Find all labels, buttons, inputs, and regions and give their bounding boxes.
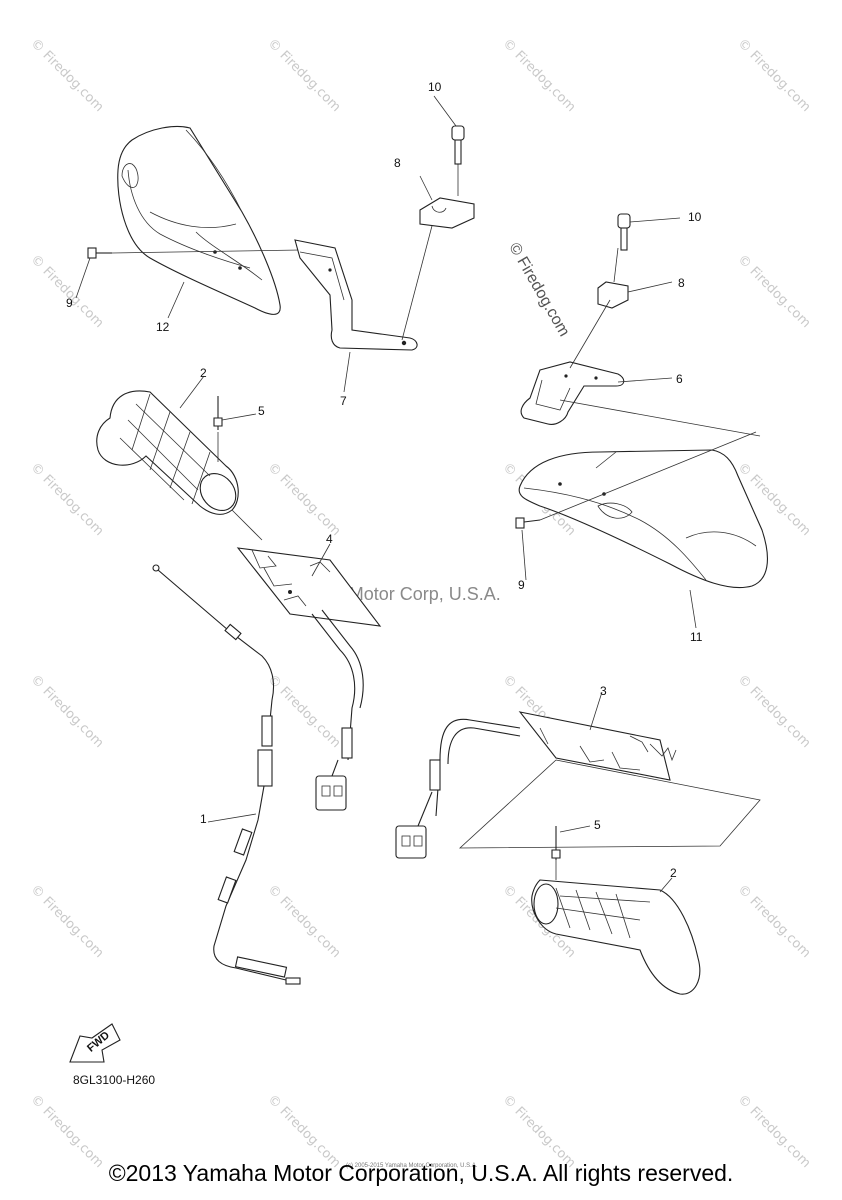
heater-3-right — [458, 711, 761, 849]
throttle-cable-1 — [152, 564, 301, 985]
wire-harness-left — [311, 609, 364, 811]
screw-9-right — [515, 493, 605, 529]
grip-2-right — [531, 879, 701, 995]
grip-2-left — [96, 390, 239, 515]
callout-8-right: 8 — [678, 276, 685, 290]
callout-9-right: 9 — [518, 578, 525, 592]
callout-3: 3 — [600, 684, 607, 698]
leader-lines — [75, 95, 697, 893]
clamp-8-left — [419, 140, 475, 229]
clamp-8-right — [597, 247, 629, 309]
hand-guard-right — [518, 431, 768, 589]
copyright-footer: ©2013 Yamaha Motor Corporation, U.S.A. A… — [108, 1160, 734, 1186]
callout-5-right: 5 — [594, 818, 601, 832]
bracket-7 — [294, 221, 434, 351]
callout-5-left: 5 — [258, 404, 265, 418]
hand-guard-left — [117, 125, 281, 315]
bracket-6 — [520, 299, 761, 437]
screw-9-left — [87, 247, 301, 259]
callout-11: 11 — [690, 630, 703, 644]
callout-2-right: 2 — [670, 866, 677, 880]
callout-8-left: 8 — [394, 156, 401, 170]
rivet-5-left — [213, 396, 223, 462]
callout-10-right: 10 — [688, 210, 702, 224]
callout-2-left: 2 — [200, 366, 207, 380]
callout-7: 7 — [340, 394, 347, 408]
diagram-part-code: 8GL3100-H260 — [73, 1073, 156, 1087]
callout-12: 12 — [156, 320, 170, 334]
callout-10-left: 10 — [428, 80, 442, 94]
bolt-10-right — [617, 213, 631, 251]
callout-4: 4 — [326, 532, 333, 546]
wire-harness-right — [395, 718, 521, 859]
callout-1: 1 — [200, 812, 207, 826]
fwd-arrow-icon — [69, 1023, 121, 1063]
callout-6: 6 — [676, 372, 683, 386]
tiny-copyright: (c) 2005-2015 Yamaha Motor Corporation, … — [346, 1163, 478, 1169]
bolt-10-left — [451, 125, 465, 165]
rivet-5-right — [551, 826, 561, 880]
heater-4-left — [231, 509, 382, 627]
callout-9-left: 9 — [66, 296, 73, 310]
